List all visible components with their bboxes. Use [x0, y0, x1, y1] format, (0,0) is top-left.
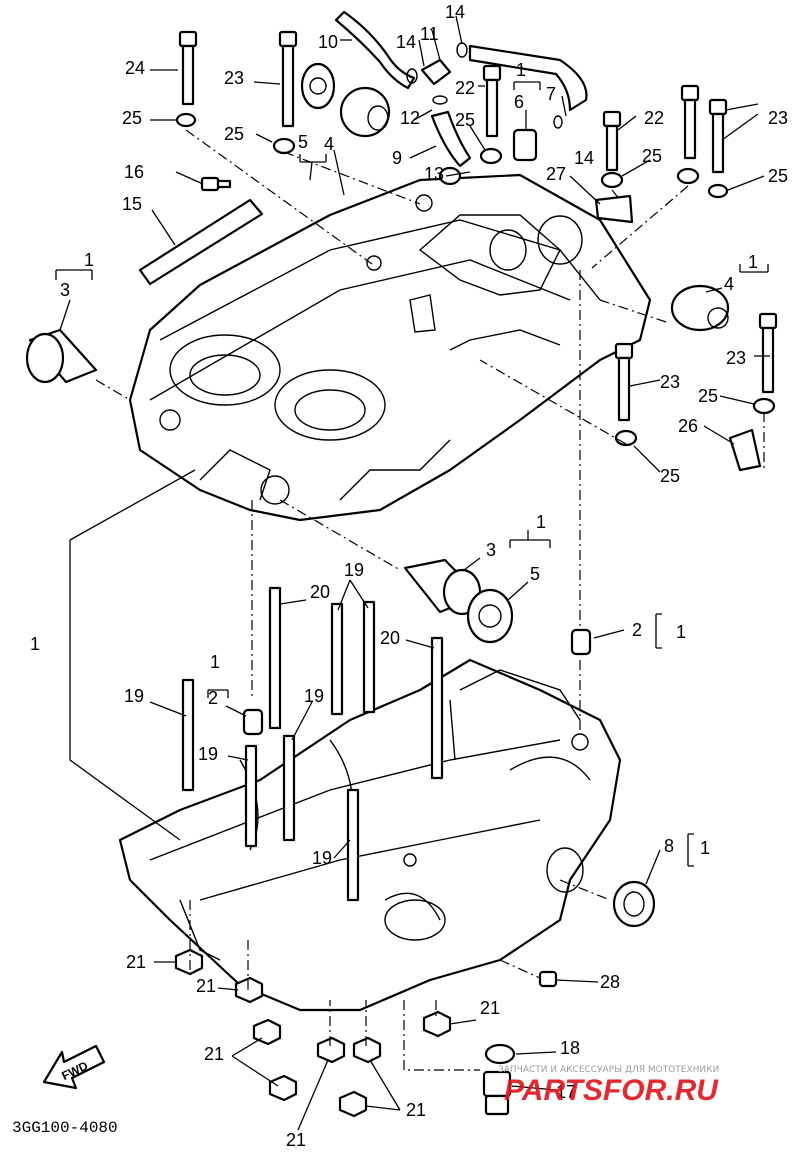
callout-15: 15: [122, 194, 142, 214]
callout-1: 1: [700, 838, 710, 858]
callout-19: 19: [124, 686, 144, 706]
callout-21: 21: [406, 1100, 426, 1120]
callout-20: 20: [380, 628, 400, 648]
callout-1: 1: [676, 622, 686, 642]
callout-25: 25: [698, 386, 718, 406]
callout-5: 5: [530, 564, 540, 584]
callout-16: 16: [124, 162, 144, 182]
callout-1: 1: [748, 252, 758, 272]
callout-21: 21: [286, 1130, 306, 1150]
callout-4: 4: [724, 274, 734, 294]
callout-7: 7: [546, 84, 556, 104]
callout-2: 2: [632, 620, 642, 640]
callout-1: 1: [516, 60, 526, 80]
watermark-tagline: ЗАПЧАСТИ И АКСЕССУАРЫ ДЛЯ МОТОТЕХНИКИ: [498, 1065, 719, 1075]
callout-24: 24: [125, 58, 145, 78]
bolts-and-studs: [178, 30, 778, 902]
callout-26: 26: [678, 416, 698, 436]
callout-labels: 14 11 10 14 24 23 22 1 7 6 12 25 25 25 5…: [30, 2, 788, 1150]
callout-22: 22: [644, 108, 664, 128]
callout-19: 19: [304, 686, 324, 706]
upper-crankcase: [128, 173, 652, 522]
washers: [175, 112, 776, 447]
callout-19: 19: [198, 744, 218, 764]
callout-1: 1: [84, 250, 94, 270]
part-code: 3GG100-4080: [12, 1119, 118, 1137]
callout-17: 17: [556, 1082, 576, 1102]
alignment-lines: [95, 129, 765, 1071]
callout-8: 8: [664, 836, 674, 856]
callout-3: 3: [486, 540, 496, 560]
callout-23: 23: [726, 348, 746, 368]
hoses-and-fittings: [334, 10, 588, 168]
callout-1: 1: [536, 512, 546, 532]
callout-23: 23: [768, 108, 788, 128]
callout-1: 1: [30, 634, 40, 654]
callout-19: 19: [312, 848, 332, 868]
callout-21: 21: [204, 1044, 224, 1064]
watermark: ЗАПЧАСТИ И АКСЕССУАРЫ ДЛЯ МОТОТЕХНИКИ PA…: [498, 1065, 719, 1107]
callout-11: 11: [420, 24, 439, 44]
callout-20: 20: [310, 582, 330, 602]
callout-10: 10: [318, 32, 338, 52]
callout-1: 1: [210, 652, 220, 672]
callout-23: 23: [660, 372, 680, 392]
callout-25: 25: [768, 166, 788, 186]
callout-25: 25: [224, 124, 244, 144]
callout-25: 25: [642, 146, 662, 166]
callout-21: 21: [196, 976, 216, 996]
leader-lines: [55, 15, 770, 1131]
callout-3: 3: [60, 280, 70, 300]
callout-25: 25: [660, 466, 680, 486]
callout-21: 21: [126, 952, 146, 972]
callout-5: 5: [298, 132, 308, 152]
callout-28: 28: [600, 972, 620, 992]
callout-4: 4: [324, 134, 334, 154]
callout-23: 23: [224, 68, 244, 88]
callout-27: 27: [546, 164, 566, 184]
forward-direction-arrow: FWD: [42, 1044, 106, 1090]
callout-22: 22: [455, 78, 475, 98]
flange-nuts: [174, 948, 452, 1118]
callout-18: 18: [560, 1038, 580, 1058]
callout-13: 13: [424, 164, 444, 184]
callout-25: 25: [122, 108, 142, 128]
callout-14: 14: [574, 148, 594, 168]
callout-12: 12: [400, 108, 420, 128]
callout-21: 21: [480, 998, 500, 1018]
watermark-brand: PARTSFOR.RU: [504, 1074, 719, 1107]
callout-19: 19: [344, 560, 364, 580]
callout-6: 6: [514, 92, 524, 112]
callout-14: 14: [445, 2, 465, 22]
callout-2: 2: [208, 688, 218, 708]
callout-14: 14: [396, 32, 416, 52]
callout-9: 9: [392, 148, 402, 168]
bearings-seals-dowels: [25, 62, 762, 1116]
callout-25: 25: [455, 110, 475, 130]
